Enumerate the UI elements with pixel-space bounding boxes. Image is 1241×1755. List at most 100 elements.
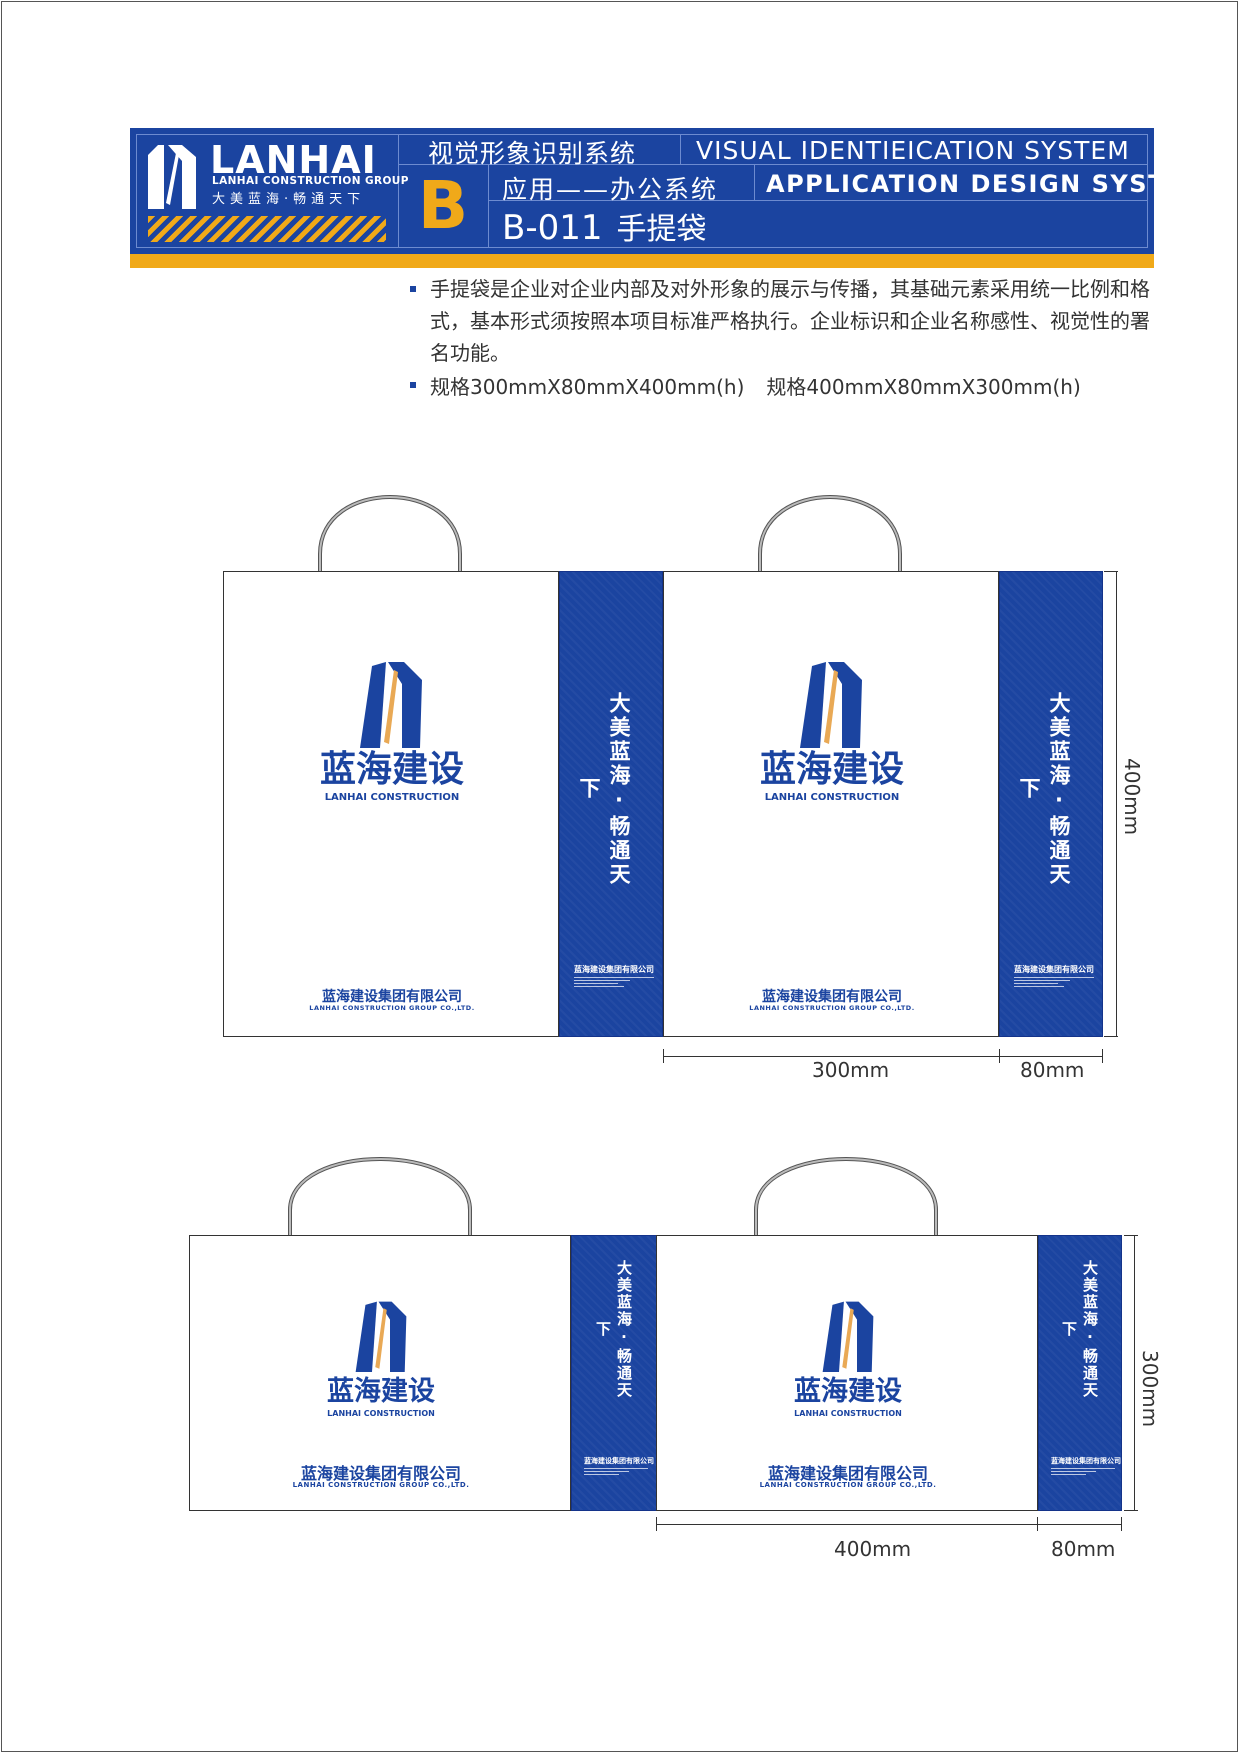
side-contact-block: 蓝海建设集团有限公司 — [1051, 1456, 1121, 1477]
lanhai-logo-icon — [800, 662, 862, 748]
brand-name-en: LANHAI CONSTRUCTION — [794, 1409, 902, 1418]
hatch-stripe — [148, 216, 386, 242]
height-dimension-line — [1134, 1235, 1135, 1511]
header-divider — [680, 134, 681, 164]
bag-front-panel: 蓝海建设 LANHAI CONSTRUCTION 蓝海建设集团有限公司 LANH… — [663, 571, 999, 1037]
brand-name-cn: 蓝海建设 — [319, 749, 464, 790]
depth-label: 80mm — [1020, 1058, 1085, 1082]
dimension-tick — [1121, 1517, 1122, 1531]
width-dimension-line — [663, 1056, 1103, 1057]
dimension-tick — [1124, 1510, 1138, 1511]
description: 手提袋是企业对企业内部及对外形象的展示与传播，其基础元素采用统一比例和格式，基本… — [410, 273, 1150, 405]
bag-side-panel: 大美蓝海·畅通天下 蓝海建设集团有限公司 — [571, 1235, 657, 1511]
header-divider — [488, 164, 489, 248]
header-divider — [398, 134, 399, 248]
header-frame-line — [136, 247, 1148, 248]
description-paragraph: 手提袋是企业对企业内部及对外形象的展示与传播，其基础元素采用统一比例和格式，基本… — [430, 277, 1150, 365]
company-name-cn: 蓝海建设集团有限公司 — [300, 1464, 461, 1483]
side-info-line — [574, 980, 630, 981]
header-divider — [398, 164, 1148, 165]
spec-2: 规格400mmX80mmX300mm(h) — [766, 375, 1081, 399]
item-code: B-011 — [502, 208, 603, 248]
header-frame-line — [136, 134, 137, 248]
company-name-en: LANHAI CONSTRUCTION GROUP CO.,LTD. — [749, 1004, 915, 1012]
side-info-line — [1014, 977, 1094, 978]
dimension-tick — [1102, 1049, 1103, 1063]
system-title-en: VISUAL IDENTIEICATION SYSTEM — [696, 136, 1130, 165]
item-name: 手提袋 — [616, 212, 707, 247]
bullet-icon — [410, 286, 416, 292]
logo-slogan: 大美蓝海·畅通天下 — [212, 192, 366, 207]
side-slogan: 大美蓝海·畅通天下 — [1060, 1259, 1099, 1399]
spec-line: 规格300mmX80mmX400mm(h) 规格400mmX80mmX300mm(… — [430, 371, 1150, 403]
side-slogan: 大美蓝海·畅通天下 — [594, 1259, 633, 1399]
side-info-line — [584, 1468, 648, 1469]
lanhai-logo-icon — [822, 1301, 874, 1372]
side-info-line — [1014, 980, 1070, 981]
side-info-line — [1014, 986, 1064, 987]
side-contact-block: 蓝海建设集团有限公司 — [584, 1456, 654, 1477]
header-frame-line — [1147, 134, 1148, 248]
brand-name-en: LANHAI CONSTRUCTION — [764, 792, 900, 803]
company-name-en: LANHAI CONSTRUCTION GROUP CO.,LTD. — [759, 1481, 937, 1489]
header-banner: LANHAI LANHAI CONSTRUCTION GROUP 大美蓝海·畅通… — [130, 128, 1208, 254]
section-title-en: APPLICATION DESIGN SYSTEM — [766, 170, 1210, 198]
dimension-tick — [656, 1517, 657, 1531]
section-title-cn: 应用——办公系统 — [502, 175, 719, 204]
bag-side-panel: 大美蓝海·畅通天下 蓝海建设集团有限公司 — [1038, 1235, 1122, 1511]
company-name-en: LANHAI CONSTRUCTION GROUP CO.,LTD. — [309, 1004, 475, 1012]
side-info-line — [584, 1471, 629, 1472]
lanhai-logo-icon — [148, 145, 196, 209]
height-label: 400mm — [1120, 758, 1144, 836]
bullet-icon — [410, 382, 416, 388]
width-dimension-line — [656, 1524, 1122, 1525]
side-slogan: 大美蓝海·畅通天下 — [1017, 691, 1071, 887]
bag-front-panel: 蓝海建设 LANHAI CONSTRUCTION 蓝海建设集团有限公司 LANH… — [223, 571, 559, 1037]
header-divider — [754, 164, 755, 200]
side-slogan: 大美蓝海·畅通天下 — [577, 691, 631, 887]
item-title: B-011 手提袋 — [502, 204, 707, 248]
side-info-line — [1051, 1468, 1115, 1469]
side-info-line — [1014, 983, 1058, 984]
dimension-tick — [999, 1049, 1000, 1063]
side-contact-block: 蓝海建设集团有限公司 — [1014, 964, 1094, 989]
dimension-tick — [1124, 1235, 1138, 1236]
lanhai-logo-icon — [355, 1301, 407, 1372]
side-company-name: 蓝海建设集团有限公司 — [1051, 1457, 1121, 1465]
lanhai-logo-icon — [360, 662, 422, 748]
bag-front-panel: 蓝海建设 LANHAI CONSTRUCTION 蓝海建设集团有限公司 LANH… — [656, 1235, 1038, 1511]
header-frame-line — [136, 134, 1148, 135]
bag-side-panel: 大美蓝海·畅通天下 蓝海建设集团有限公司 — [559, 571, 663, 1037]
side-company-name: 蓝海建设集团有限公司 — [1014, 965, 1094, 974]
bag-side-panel: 大美蓝海·畅通天下 蓝海建设集团有限公司 — [999, 571, 1103, 1037]
brand-name-en: LANHAI CONSTRUCTION — [324, 792, 460, 803]
brand-name-en: LANHAI CONSTRUCTION — [327, 1409, 435, 1418]
side-contact-block: 蓝海建设集团有限公司 — [574, 964, 654, 989]
side-company-name: 蓝海建设集团有限公司 — [574, 965, 654, 974]
width-label: 400mm — [834, 1537, 912, 1561]
side-info-line — [1051, 1474, 1087, 1475]
header-accent-bar — [130, 254, 1154, 268]
depth-label: 80mm — [1051, 1537, 1116, 1561]
spec-1: 规格300mmX80mmX400mm(h) — [430, 375, 745, 399]
height-dimension-line — [1116, 571, 1117, 1037]
side-info-line — [574, 983, 618, 984]
height-label: 300mm — [1138, 1350, 1162, 1428]
company-name-cn: 蓝海建设集团有限公司 — [762, 989, 902, 1005]
brand-name-cn: 蓝海建设 — [327, 1376, 435, 1407]
category-letter: B — [417, 167, 469, 244]
side-info-line — [1051, 1471, 1096, 1472]
brand-name-cn: 蓝海建设 — [759, 749, 904, 790]
dimension-tick — [1037, 1517, 1038, 1531]
company-name-en: LANHAI CONSTRUCTION GROUP CO.,LTD. — [292, 1481, 470, 1489]
side-info-line — [584, 1474, 620, 1475]
side-info-line — [574, 977, 654, 978]
side-info-line — [574, 986, 624, 987]
dimension-tick — [663, 1049, 664, 1063]
system-title-cn: 视觉形象识别系统 — [428, 139, 637, 168]
width-label: 300mm — [812, 1058, 890, 1082]
side-company-name: 蓝海建设集团有限公司 — [584, 1457, 654, 1465]
dimension-tick — [1104, 571, 1118, 572]
bag-front-panel: 蓝海建设 LANHAI CONSTRUCTION 蓝海建设集团有限公司 LANH… — [189, 1235, 571, 1511]
